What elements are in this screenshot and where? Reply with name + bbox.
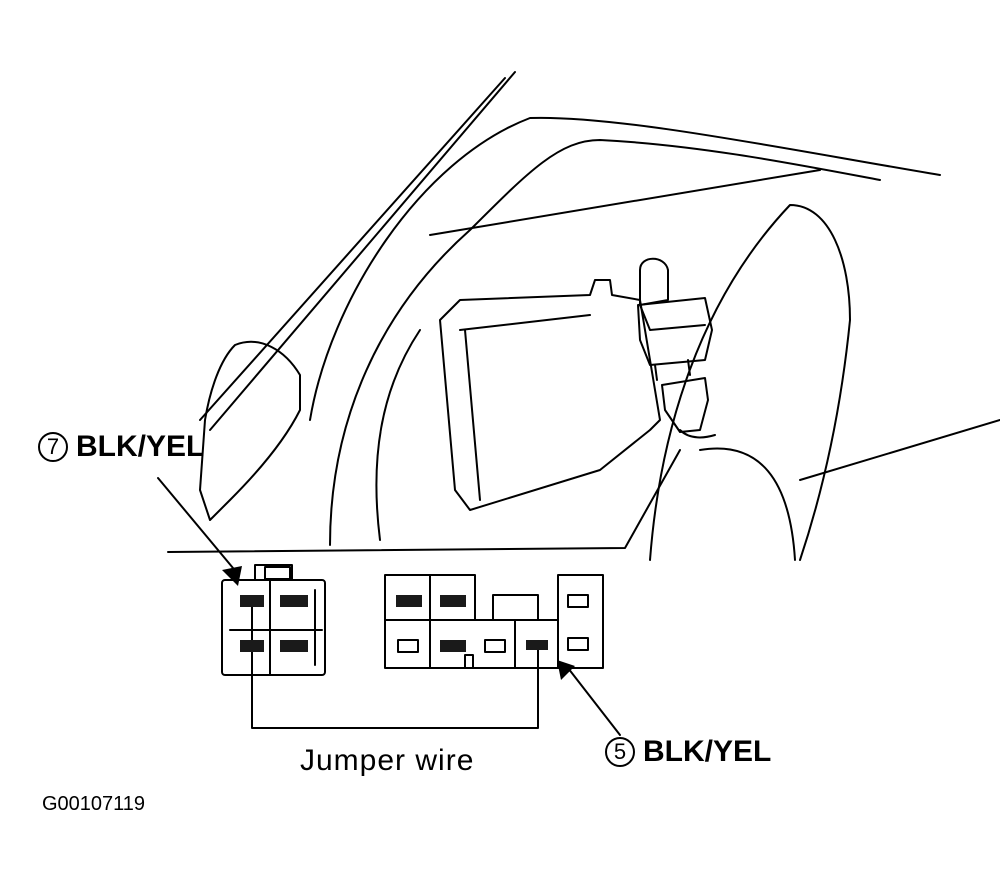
panel-edge: [167, 449, 681, 553]
pin-5-terminal: [526, 640, 548, 650]
arrowhead-pin5: [557, 660, 575, 680]
control-module: [439, 279, 661, 511]
door-frame: [309, 116, 941, 546]
jumper-wire-label: Jumper wire: [300, 744, 475, 777]
pin-7-terminal: [240, 595, 264, 607]
module-bracket: [459, 314, 591, 501]
figure-id: G00107119: [42, 793, 146, 815]
pin5-wire-color: BLK/YEL: [643, 735, 772, 768]
leader-line-pin5: [567, 667, 621, 736]
pin7-callout: 7 BLK/YEL: [38, 430, 204, 464]
pin-terminals: [240, 595, 548, 652]
jumper-wire: [251, 602, 539, 729]
relay: [637, 257, 716, 439]
pin7-wire-color: BLK/YEL: [76, 430, 205, 463]
windshield-pillar: [199, 71, 516, 431]
pin5-number: 5: [605, 737, 635, 767]
connector-left: [221, 564, 326, 676]
seat-back: [649, 204, 1000, 561]
pin5-callout: 5 BLK/YEL: [605, 735, 771, 769]
pin7-number: 7: [38, 432, 68, 462]
leader-line-pin7: [157, 477, 239, 575]
connector-right: [384, 574, 604, 669]
arrowhead-pin7: [222, 566, 242, 586]
side-mirror: [199, 340, 301, 521]
